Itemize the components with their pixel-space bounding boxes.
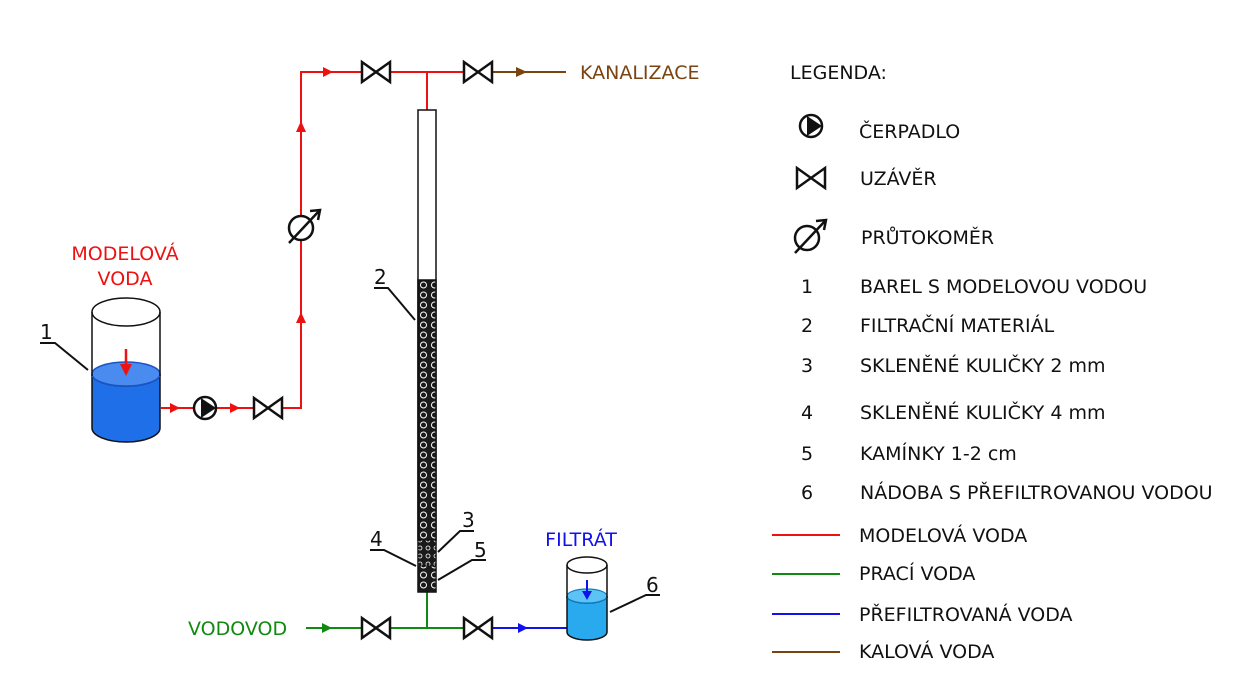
- legend-item-label: KAMÍNKY 1-2 cm: [860, 442, 1017, 465]
- legend-item-number: 5: [801, 443, 813, 465]
- filtrate-container: [566, 556, 608, 641]
- legend-item-label: SKLENĚNÉ KULIČKY 4 mm: [860, 400, 1105, 424]
- legend-item-label: NÁDOBA S PŘEFILTROVANOU VODOU: [860, 481, 1213, 504]
- flow-arrows-red: [170, 67, 333, 413]
- legend-item-number: 4: [801, 402, 813, 424]
- legend-item-label: FILTRAČNÍ MATERIÁL: [860, 313, 1055, 337]
- valve-icon: [360, 59, 392, 85]
- valve-icon: [252, 395, 284, 421]
- callout-1: 1: [40, 320, 53, 344]
- callout-5: 5: [474, 538, 487, 562]
- wash-water-pipe: [306, 592, 464, 633]
- kanalizace-label: KANALIZACE: [580, 62, 699, 84]
- legend: LEGENDA: ČERPADLO UZÁVĚR PRŮTOKOMĚR 1 BA…: [772, 62, 1213, 663]
- callout-2: 2: [374, 265, 387, 289]
- filter-column: [417, 109, 437, 593]
- legend-symbol-label: PRŮTOKOMĚR: [861, 225, 994, 249]
- callout-3: 3: [462, 508, 475, 532]
- valve-icon: [360, 615, 392, 641]
- legend-item-label: BAREL S MODELOVOU VODOU: [860, 276, 1147, 298]
- legend-item-label: SKLENĚNÉ KULIČKY 2 mm: [860, 353, 1105, 377]
- valve-icon: [462, 615, 494, 641]
- filtrat-label: FILTRÁT: [545, 528, 617, 551]
- modelova-voda-label-line2: VODA: [98, 268, 153, 290]
- leader-lines: [40, 287, 660, 613]
- callout-4: 4: [370, 527, 383, 551]
- vodovod-label: VODOVOD: [188, 618, 287, 640]
- legend-title: LEGENDA:: [790, 62, 887, 84]
- flowmeter-icon: [287, 208, 322, 244]
- legend-line-label: PŘEFILTROVANÁ VODA: [859, 603, 1073, 626]
- legend-item-number: 2: [801, 315, 813, 337]
- callout-6: 6: [646, 573, 659, 597]
- sludge-water-pipe: [492, 67, 566, 77]
- pump-icon: [798, 113, 824, 139]
- pump-icon: [192, 395, 218, 421]
- legend-item-number: 6: [801, 482, 813, 504]
- legend-item-number: 1: [801, 276, 813, 298]
- flowmeter-icon: [793, 218, 828, 254]
- modelova-voda-label-line1: MODELOVÁ: [71, 242, 178, 265]
- valve-icon: [462, 59, 494, 85]
- legend-symbol-label: UZÁVĚR: [860, 167, 937, 190]
- valve-icon: [795, 165, 827, 191]
- legend-symbol-label: ČERPADLO: [859, 119, 960, 143]
- legend-item-number: 3: [801, 355, 813, 377]
- legend-line-label: MODELOVÁ VODA: [859, 524, 1027, 547]
- model-water-barrel: [91, 297, 161, 443]
- legend-line-label: KALOVÁ VODA: [859, 640, 994, 663]
- legend-line-label: PRACÍ VODA: [859, 562, 975, 585]
- filtered-water-pipe: [492, 623, 567, 633]
